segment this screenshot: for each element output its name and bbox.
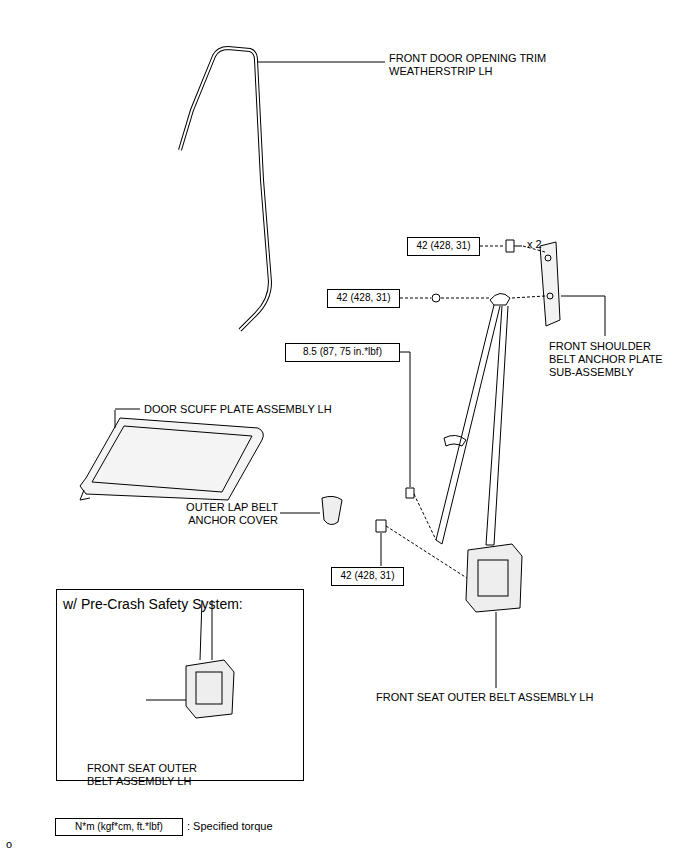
part-name: FRONT SHOULDER BELT ANCHOR PLATE SUB-ASS… (549, 340, 679, 379)
torque-value: 42 (428, 31) (341, 570, 395, 581)
torque-value: N*m (kgf*cm, ft.*lbf) (75, 821, 163, 832)
legend-text: : Specified torque (187, 820, 273, 833)
torque-value: 42 (428, 31) (417, 240, 471, 251)
legend-box: N*m (kgf*cm, ft.*lbf) (55, 818, 183, 836)
inset-panel: w/ Pre-Crash Safety System:FRONT SEAT OU… (56, 589, 304, 781)
torque-box: 42 (428, 31) (407, 237, 480, 256)
inset-heading: w/ Pre-Crash Safety System: (63, 596, 293, 612)
part-name: FRONT DOOR OPENING TRIM WEATHERSTRIP LH (389, 52, 564, 78)
torque-value: 8.5 (87, 75 in.*lbf) (303, 346, 382, 357)
part-name: FRONT SEAT OUTER BELT ASSEMBLY LH (87, 762, 212, 788)
torque-box: 42 (428, 31) (327, 289, 400, 308)
torque-box: 42 (428, 31) (331, 567, 404, 586)
torque-value: 42 (428, 31) (337, 292, 391, 303)
torque-box: 8.5 (87, 75 in.*lbf) (285, 343, 400, 362)
figure-mark: o (6, 838, 12, 851)
quantity-note: x 2 (527, 238, 542, 251)
part-name: FRONT SEAT OUTER BELT ASSEMBLY LH (376, 691, 593, 704)
part-name: OUTER LAP BELT ANCHOR COVER (170, 501, 278, 527)
part-name: DOOR SCUFF PLATE ASSEMBLY LH (144, 403, 332, 416)
